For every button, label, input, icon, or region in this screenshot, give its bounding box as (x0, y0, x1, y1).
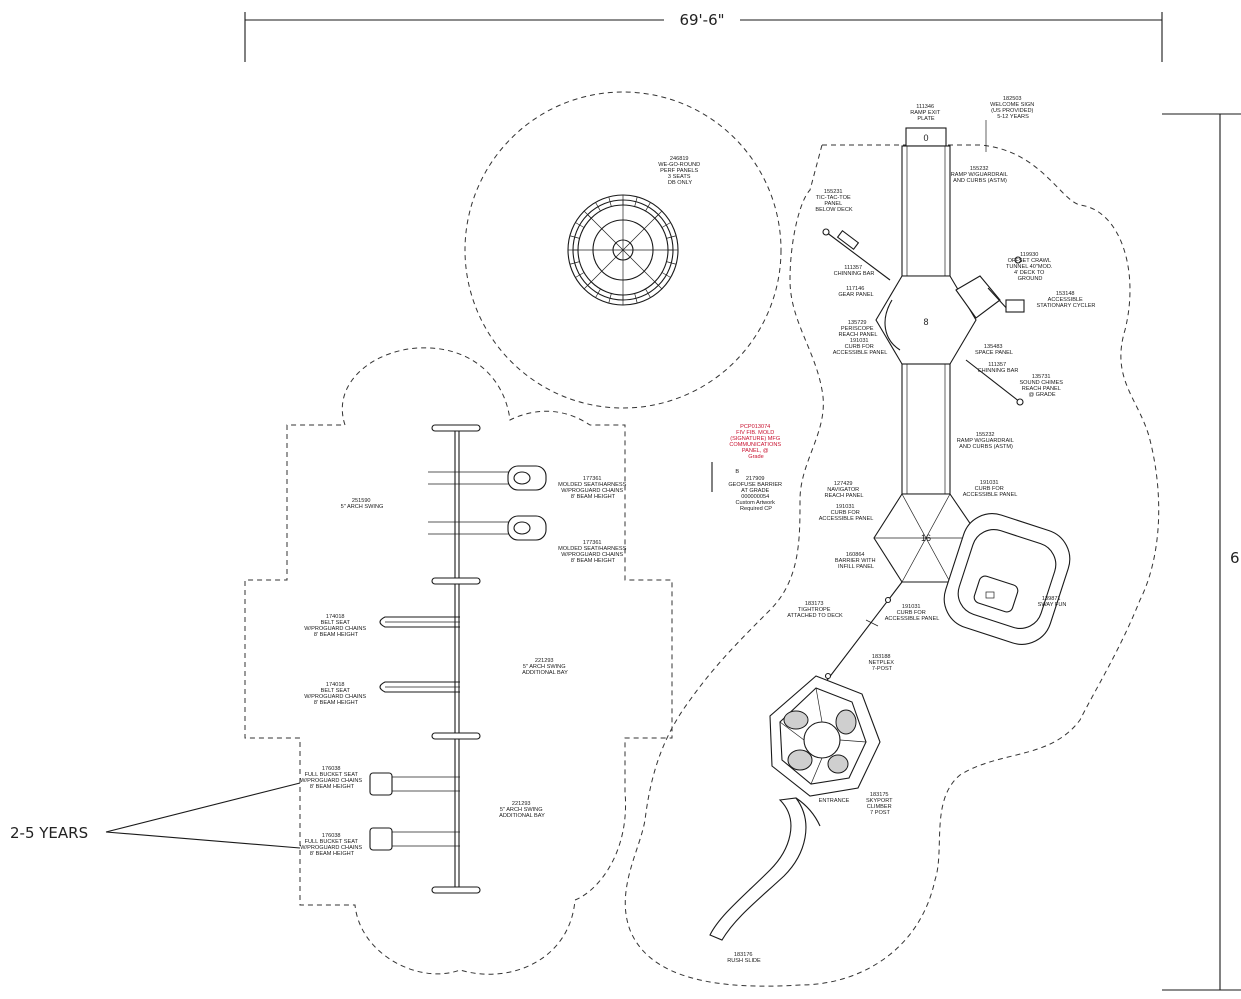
swing-zone: 251590 5" ARCH SWING 177361 MOLDED SEAT/… (244, 347, 673, 975)
merry-go-round-spoke (654, 210, 663, 219)
merry-go-round (567, 194, 679, 306)
merry-go-round-spoke (608, 196, 612, 207)
belt-seat (379, 616, 460, 628)
label-sway-fun: 139871 SWAY FUN (1038, 596, 1067, 608)
edge-mark: 6 (1230, 549, 1240, 567)
molded-seat (428, 465, 547, 491)
label-entrance: ENTRANCE (819, 798, 850, 804)
crawl-tunnel (955, 256, 1025, 319)
overall-dimension: 69'-6" (244, 10, 1163, 62)
sound-chimes (965, 359, 1024, 406)
merry-go-round-spoke (661, 222, 671, 228)
lower-ramp (901, 363, 951, 495)
netplex-climber (769, 675, 881, 797)
rush-slide (709, 797, 821, 941)
label-offset-crawl: 119930 OFFSET CRAWL TUNNEL 40"MOD. 4' DE… (1006, 252, 1054, 282)
merry-go-round-spoke (654, 281, 663, 290)
deck-number-upper: 8 (923, 317, 928, 327)
periscope-panel (884, 299, 901, 351)
merry-go-round-spoke (569, 235, 580, 239)
label-navigator: 127429 NAVIGATOR REACH PANEL (824, 481, 863, 499)
label-curb-accessible-3: 191031 CURB FOR ACCESSIBLE PANEL (963, 480, 1018, 498)
merry-go-round-spoke (595, 288, 601, 298)
label-bucket-seat-1: 176038 FULL BUCKET SEAT W/PROGUARD CHAIN… (300, 766, 363, 790)
label-belt-seat-1: 174018 BELT SEAT W/PROGUARD CHAINS 8' BE… (304, 614, 367, 638)
label-arch-swing-1: 251590 5" ARCH SWING (341, 498, 384, 510)
age-callout: 2-5 YEARS (10, 782, 301, 849)
merry-go-round-spoke (666, 235, 677, 239)
merry-go-round-spoke (634, 196, 638, 207)
label-molded-seat-1: 177361 MOLDED SEAT/HARNESS W/PROGUARD CH… (558, 476, 628, 500)
swing-frame-feet (431, 424, 481, 894)
molded-seat (428, 515, 547, 541)
bucket-seat (369, 772, 460, 796)
merry-go-round-spoke (645, 288, 651, 298)
upper-ramp: 0 (901, 127, 951, 277)
age-label: 2-5 YEARS (10, 824, 88, 842)
merry-go-round-spoke (661, 272, 671, 278)
label-curb-accessible-1: 191031 CURB FOR ACCESSIBLE PANEL (833, 338, 888, 356)
merry-go-round-spoke (583, 281, 592, 290)
dimension-label: 69'-6" (679, 11, 724, 29)
merry-go-round-spoke (583, 210, 592, 219)
belt-seat (379, 681, 460, 693)
chinning-bar (822, 228, 891, 281)
label-tightrope: 183173 TIGHTROPE ATTACHED TO DECK (787, 601, 843, 619)
label-arch-swing-3: 221293 5" ARCH SWING ADDITIONAL BAY (499, 801, 545, 819)
label-barrier-grade: B 217909 GEOFUSE BARRIER AT GRADE 000000… (728, 469, 783, 512)
label-ramp-upper: 155232 RAMP W/GUARDRAIL AND CURBS (ASTM) (951, 166, 1009, 184)
play-structure-zone: 0 8 16 (624, 96, 1160, 987)
label-curb-accessible-2: 191031 CURB FOR ACCESSIBLE PANEL (819, 504, 874, 522)
label-barrier-infill: 160864 BARRIER WITH INFILL PANEL (835, 552, 877, 570)
label-rush-slide: 183176 RUSH SLIDE (727, 952, 761, 964)
label-skyport: 183175 SKYPORT CLIMBER 7 POST (866, 792, 894, 816)
label-arch-swing-2: 221293 5" ARCH SWING ADDITIONAL BAY (522, 658, 568, 676)
label-gear-panel: 117146 GEAR PANEL (838, 286, 873, 298)
label-cycler: 153148 ACCESSIBLE STATIONARY CYCLER (1037, 291, 1096, 309)
label-molded-seat-2: 177361 MOLDED SEAT/HARNESS W/PROGUARD CH… (558, 540, 628, 564)
label-welcome-sign: 182503 WELCOME SIGN (US PROVIDED) 5-12 Y… (990, 96, 1036, 120)
label-tic-tac-toe: 155231 TIC-TAC-TOE PANEL BELOW DECK (815, 189, 853, 213)
bucket-seat (369, 827, 460, 851)
lower-deck: 16 (873, 493, 981, 583)
label-curb-accessible-4: 191031 CURB FOR ACCESSIBLE PANEL (885, 604, 940, 622)
label-belt-seat-2: 174018 BELT SEAT W/PROGUARD CHAINS 8' BE… (304, 682, 367, 706)
label-ramp-exit: 111346 RAMP EXIT PLATE (910, 104, 942, 122)
label-periscope: 135729 PERISCOPE REACH PANEL (838, 320, 877, 338)
label-chinning-bar-2: 111357 CHINNING BAR (978, 362, 1019, 374)
label-chinning-bar-1: 111357 CHINNING BAR (834, 265, 875, 277)
structure-use-zone (624, 144, 1160, 987)
merry-go-round-spoke (595, 202, 601, 212)
sway-fun (943, 513, 1071, 645)
label-space-panel: 135483 SPACE PANEL (975, 344, 1013, 356)
label-merry-go-round: 246819 WE-GO-ROUND PERF PANELS 3 SEATS D… (658, 156, 702, 186)
merry-go-round-use-zone (464, 91, 782, 409)
label-netplex: 183188 NETPLEX 7-POST (868, 654, 895, 672)
merry-go-round-spoke (666, 261, 677, 265)
label-bucket-seat-2: 176038 FULL BUCKET SEAT W/PROGUARD CHAIN… (300, 833, 363, 857)
label-sound-chimes: 135731 SOUND CHIMES REACH PANEL @ GRADE (1019, 374, 1064, 398)
merry-go-round-spoke (575, 272, 585, 278)
merry-go-round-spoke (608, 293, 612, 304)
merry-go-round-spoke (569, 261, 580, 265)
merry-go-round-zone: 246819 WE-GO-ROUND PERF PANELS 3 SEATS D… (464, 91, 782, 409)
merry-go-round-spoke (634, 293, 638, 304)
deck-number-lower: 16 (921, 533, 931, 543)
merry-go-round-spoke (575, 222, 585, 228)
merry-go-round-spoke (645, 202, 651, 212)
deck-number-exit: 0 (923, 133, 928, 143)
right-border: 6 (1162, 113, 1241, 991)
label-ramp-lower: 155232 RAMP W/GUARDRAIL AND CURBS (ASTM) (957, 432, 1015, 450)
label-communications-panel: PCP013074 FIV FIB. MOLD (SIGNATURE) MFG … (729, 424, 782, 460)
